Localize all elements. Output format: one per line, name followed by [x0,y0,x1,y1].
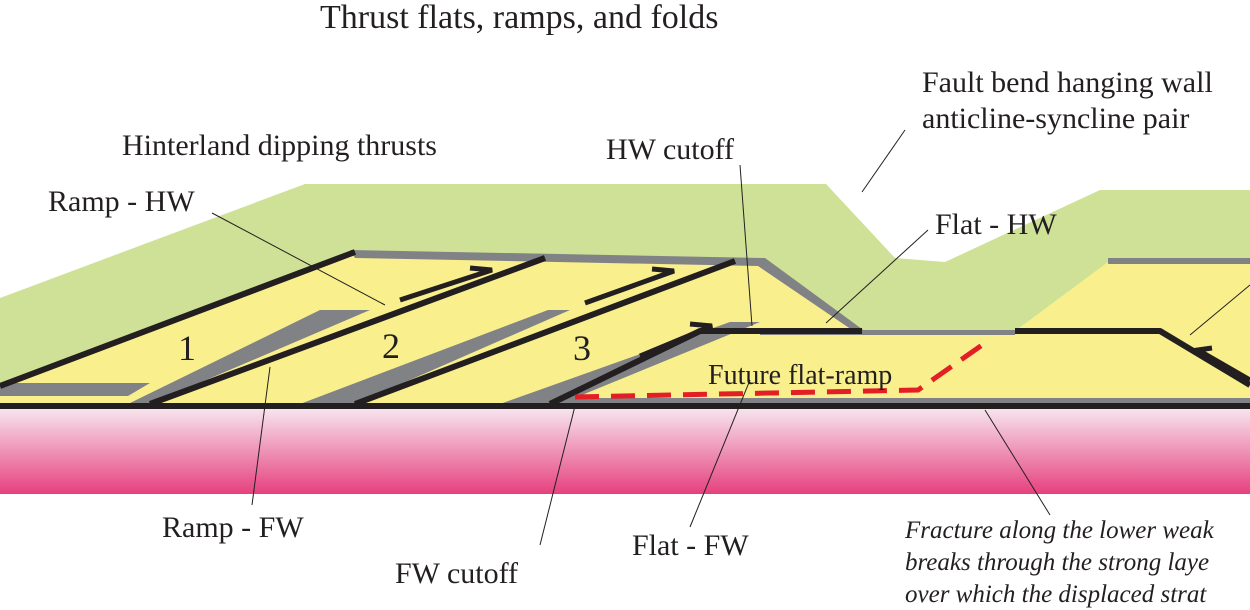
fracture-note-line2: breaks through the strong laye [905,549,1209,576]
fault-traces [0,249,1250,409]
ramp-hw-label: Ramp - HW [48,185,195,218]
future-flat-ramp-trace [574,340,987,400]
fault-bend-label-line2: anticline-syncline pair [922,102,1189,135]
diagram-title: Thrust flats, ramps, and folds [320,0,719,36]
fracture-note-line3: over which the displaced strat [905,581,1207,608]
basement-layer [0,408,1250,494]
flat-fw-label: Flat - FW [632,529,749,562]
fw-cutoff-label: FW cutoff [395,557,518,590]
future-flat-ramp-label: Future flat-ramp [708,360,892,391]
flat-yellow [700,331,1250,404]
hinterland-label: Hinterland dipping thrusts [122,129,437,162]
leader-lines [211,129,1250,546]
thrust-sheet-1: 1 [178,328,196,368]
thrust-sheet-3: 3 [573,328,591,368]
fracture-note-line1: Fracture along the lower weak [904,517,1215,544]
flat-hw-label: Flat - HW [935,208,1057,241]
hw-cutoff-label: HW cutoff [606,133,734,166]
fault-bend-label-line1: Fault bend hanging wall [922,66,1213,99]
ramp-fw-label: Ramp - FW [162,511,304,544]
slip-arrows [399,265,1250,383]
thrust-sheet-2: 2 [382,326,400,366]
